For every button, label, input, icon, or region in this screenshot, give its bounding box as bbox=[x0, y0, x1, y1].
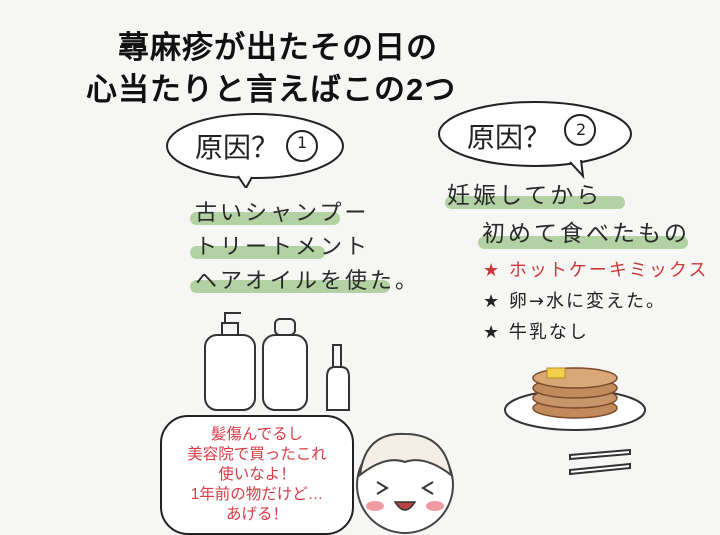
cause-1-number: 1 bbox=[297, 133, 308, 152]
speech-bubble: 髪傷んでるし 美容院で買ったこれ 使いなよ！ 1年前の物だけど… あげる！ bbox=[160, 415, 354, 535]
cause-2-number: 2 bbox=[576, 120, 587, 139]
title-line-1: 蕁麻疹が出たその日の bbox=[118, 30, 438, 65]
speech-line: 1年前の物だけど… bbox=[190, 486, 324, 503]
star-icon: ★ bbox=[483, 260, 509, 281]
thought-bubble-1 bbox=[166, 113, 344, 188]
cause-1-line: ヘアオイルを使た。 bbox=[195, 269, 421, 294]
speech-line: あげる！ bbox=[225, 506, 288, 523]
character-illustration bbox=[356, 432, 454, 534]
star-icon: ★ bbox=[483, 322, 509, 343]
cause-2-line: 妊娠してから bbox=[447, 183, 603, 209]
cause-2-line: 初めて食べたもの bbox=[482, 221, 690, 247]
list-item: ★ 卵→水に変えた。 bbox=[483, 291, 666, 312]
cause-1-line: トリートメント bbox=[195, 235, 371, 260]
speech-line: 髪傷んでるし bbox=[210, 426, 304, 443]
thought-bubble-2 bbox=[438, 101, 632, 179]
pancake-illustration bbox=[504, 367, 646, 476]
title-line-2: 心当たりと言えばこの2つ bbox=[86, 72, 457, 107]
list-item: ★ 牛乳なし bbox=[483, 322, 589, 343]
speech-line: 美容院で買ったこれ bbox=[187, 446, 327, 463]
bottles-illustration bbox=[204, 312, 350, 411]
cause-2-label: 原因？ bbox=[467, 121, 552, 154]
speech-line: 使いなよ！ bbox=[218, 466, 296, 483]
cause-1-label: 原因？ bbox=[195, 131, 280, 164]
cause-1-line: 古いシャンプー bbox=[195, 201, 370, 226]
list-item: ★ ホットケーキミックス bbox=[483, 260, 709, 281]
star-icon: ★ bbox=[483, 291, 509, 312]
